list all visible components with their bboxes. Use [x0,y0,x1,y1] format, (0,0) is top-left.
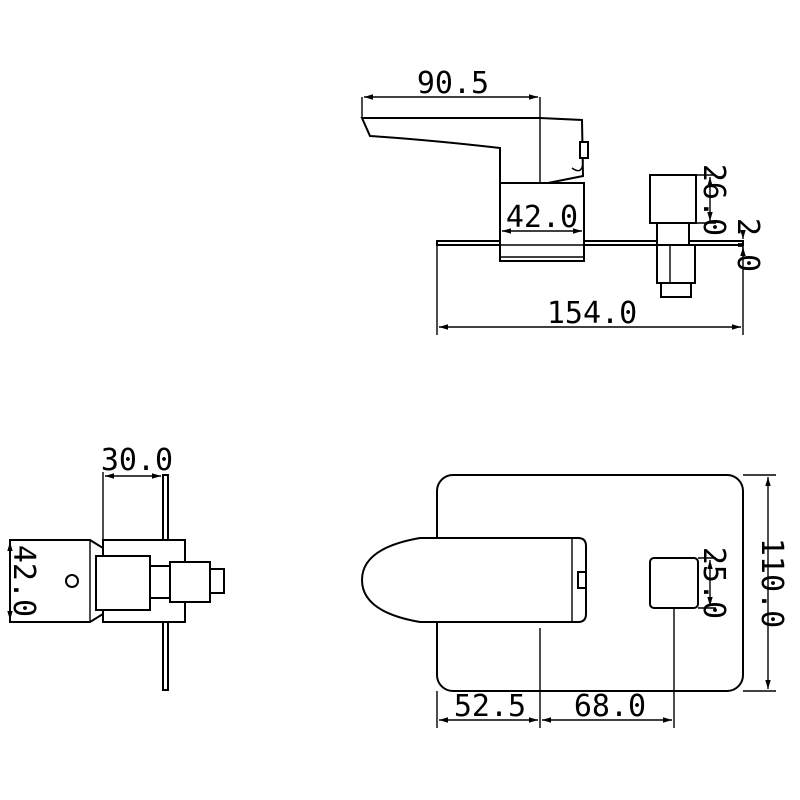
top-view: 90.5 42.0 26.0 2.0 154.0 [360,66,765,335]
dim-front-height: 110.0 [754,538,789,628]
dim-top-overall-width: 154.0 [547,296,637,331]
front-lever [360,537,587,623]
side-hole [65,574,79,588]
top-plate [436,240,744,246]
dim-top-plate-thickness: 2.0 [730,218,765,272]
front-view: 110.0 25.0 52.5 68.0 [360,474,789,728]
dim-side-depth: 30.0 [101,443,173,478]
dim-front-center-distance: 68.0 [574,689,646,724]
dim-top-button-height: 26.0 [696,164,731,236]
dim-front-left-offset: 52.5 [454,689,526,724]
top-body [499,182,585,262]
dim-front-button-size: 25.0 [696,547,731,619]
front-button [649,557,699,609]
dim-side-height: 42.0 [6,545,41,617]
top-lever [360,117,585,184]
top-button [649,174,697,224]
dim-top-spout-length: 90.5 [417,66,489,101]
side-view: 30.0 42.0 [6,443,225,691]
dim-top-body-width: 42.0 [506,200,578,235]
